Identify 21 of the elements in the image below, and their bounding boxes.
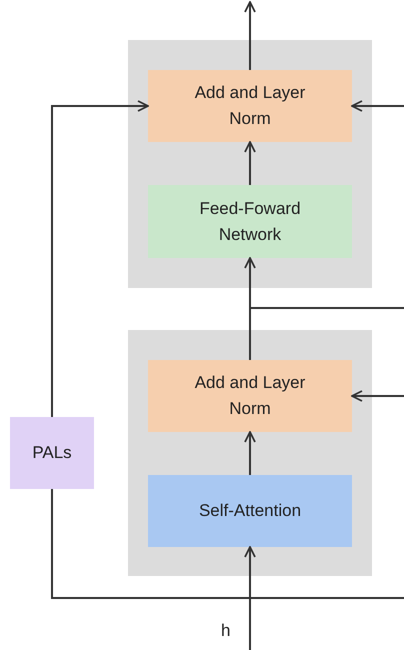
group-panel <box>128 330 372 576</box>
arrow <box>250 390 404 599</box>
node-label: Feed-Foward Network <box>198 198 302 246</box>
arrow <box>244 431 256 475</box>
node-label: Add and Layer Norm <box>194 82 306 130</box>
layer-box <box>148 70 352 142</box>
group-panel <box>128 40 372 288</box>
arrow <box>51 100 149 417</box>
arrow <box>244 546 256 650</box>
arrow <box>250 100 404 309</box>
signal-label: h <box>221 621 230 641</box>
arrow <box>244 257 256 360</box>
module-box <box>10 417 94 489</box>
arrow <box>244 141 256 185</box>
layer-box <box>148 185 352 258</box>
node-label: Add and Layer Norm <box>194 372 306 420</box>
node-label: PALs <box>32 442 72 464</box>
arrow <box>244 1 256 70</box>
node-label: Self-Attention <box>198 500 302 522</box>
layer-box <box>148 360 352 432</box>
layer-box <box>148 475 352 547</box>
